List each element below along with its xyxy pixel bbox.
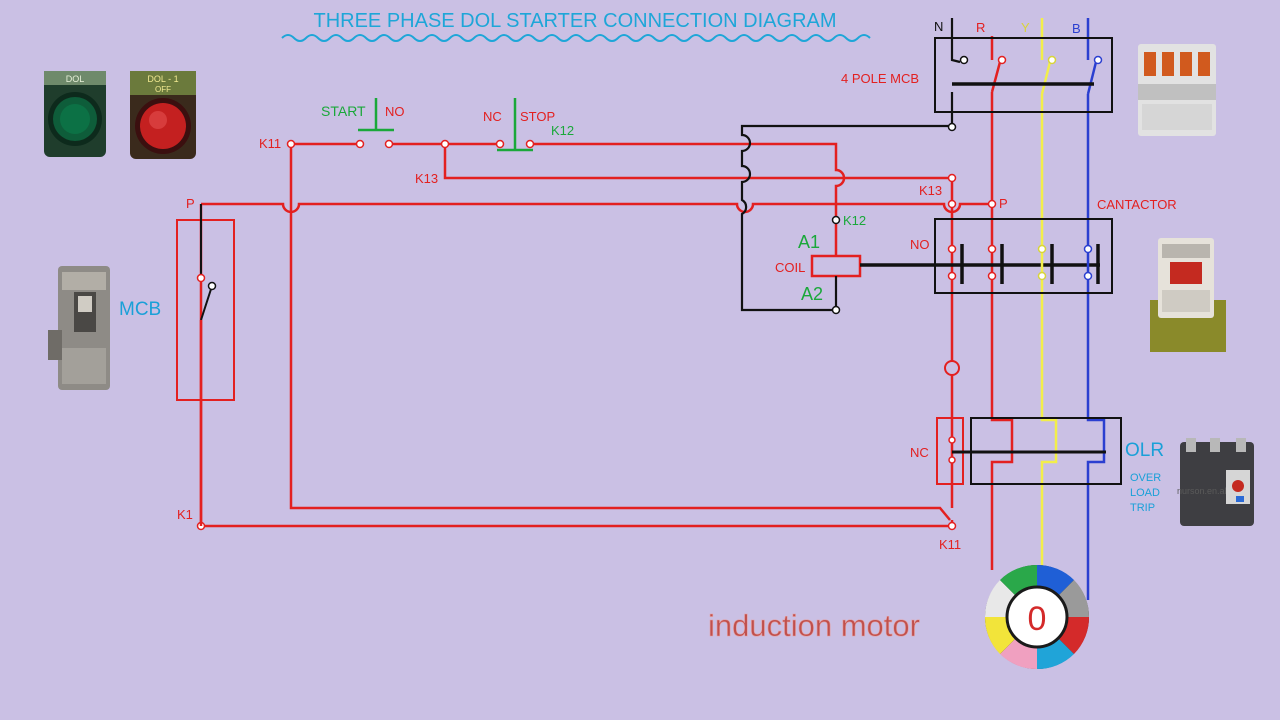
label-olr-line3: TRIP xyxy=(1130,502,1155,514)
green-labels: START K12 K12 A1 A2 xyxy=(321,103,866,304)
mcb-switch xyxy=(200,204,213,321)
wire-stop-to-coil xyxy=(530,142,846,220)
red-labels: K11 NO NC STOP K13 K13 P P K1 K11 COIL N… xyxy=(177,20,1177,552)
label-olr-line2: LOAD xyxy=(1130,487,1160,499)
green-button-label: DOL xyxy=(66,74,85,84)
red-button-label-line1: DOL - 1 xyxy=(147,74,178,84)
label-a1: A1 xyxy=(798,232,820,252)
neutral-circuit xyxy=(740,18,961,312)
label-k11-bottom: K11 xyxy=(939,537,961,552)
label-start: START xyxy=(321,103,366,119)
contactor-box xyxy=(934,218,1113,294)
label-k12-top: K12 xyxy=(551,123,574,138)
label-p-left: P xyxy=(186,196,195,211)
label-cantactor: CANTACTOR xyxy=(1097,197,1177,212)
aux-fuse xyxy=(944,360,960,376)
label-mcb: MCB xyxy=(119,299,161,320)
label-k12-coil: K12 xyxy=(843,213,866,228)
label-phase-b: B xyxy=(1072,21,1081,36)
contactor-contacts xyxy=(960,244,1100,284)
label-olr: OLR xyxy=(1125,440,1164,461)
motor-symbol: 0 xyxy=(1028,600,1047,638)
diagram-title: THREE PHASE DOL STARTER CONNECTION DIAGR… xyxy=(313,10,836,32)
green-push-button-icon: DOL xyxy=(44,71,106,157)
four-pole-mcb-box xyxy=(934,37,1113,113)
wire-k11-down xyxy=(289,144,951,521)
label-phase-n: N xyxy=(934,19,943,34)
wire-b-phase xyxy=(1086,18,1106,600)
overload-relay-icon xyxy=(1180,438,1254,526)
start-push-button xyxy=(358,98,394,132)
red-button-label-line2: OFF xyxy=(155,85,171,94)
contactor-terminals xyxy=(196,139,1093,531)
watermark: nurson.en.al xyxy=(1177,486,1227,496)
label-stop: STOP xyxy=(520,109,555,124)
wire-p-line xyxy=(201,202,992,214)
label-four-pole-mcb: 4 POLE MCB xyxy=(841,71,919,86)
wire-r-phase xyxy=(990,36,1014,570)
label-nc-push: NC xyxy=(483,109,502,124)
label-a2: A2 xyxy=(801,284,823,304)
induction-motor-icon: 0 xyxy=(984,564,1090,670)
label-no-contactor: NO xyxy=(910,237,930,252)
title-underline-wave xyxy=(281,34,871,42)
motor-label: induction motor xyxy=(708,608,920,643)
label-olr-line1: OVER xyxy=(1130,472,1161,484)
contactor-icon xyxy=(1150,238,1226,352)
label-coil: COIL xyxy=(775,260,805,275)
red-push-button-icon: DOL - 1 OFF xyxy=(130,71,196,159)
wire-neutral-top xyxy=(740,18,961,312)
label-phase-r: R xyxy=(976,20,985,35)
single-pole-mcb-icon xyxy=(48,266,110,390)
wire-k1-line xyxy=(199,204,950,528)
wire-k13-branch xyxy=(443,144,952,180)
label-k13-right: K13 xyxy=(919,183,942,198)
label-k11-top: K11 xyxy=(259,136,281,151)
label-phase-y: Y xyxy=(1021,20,1030,35)
label-k1: K1 xyxy=(177,507,193,522)
label-no-push: NO xyxy=(385,104,405,119)
four-pole-mcb-icon xyxy=(1138,44,1216,136)
cyan-labels: MCB OLR OVER LOAD TRIP xyxy=(119,299,1164,514)
label-k13-left: K13 xyxy=(415,171,438,186)
contactor-coil xyxy=(810,254,862,278)
label-nc-olr: NC xyxy=(910,445,929,460)
mcb-box xyxy=(176,219,235,401)
stop-push-button xyxy=(497,98,533,152)
label-p-right: P xyxy=(999,196,1008,211)
